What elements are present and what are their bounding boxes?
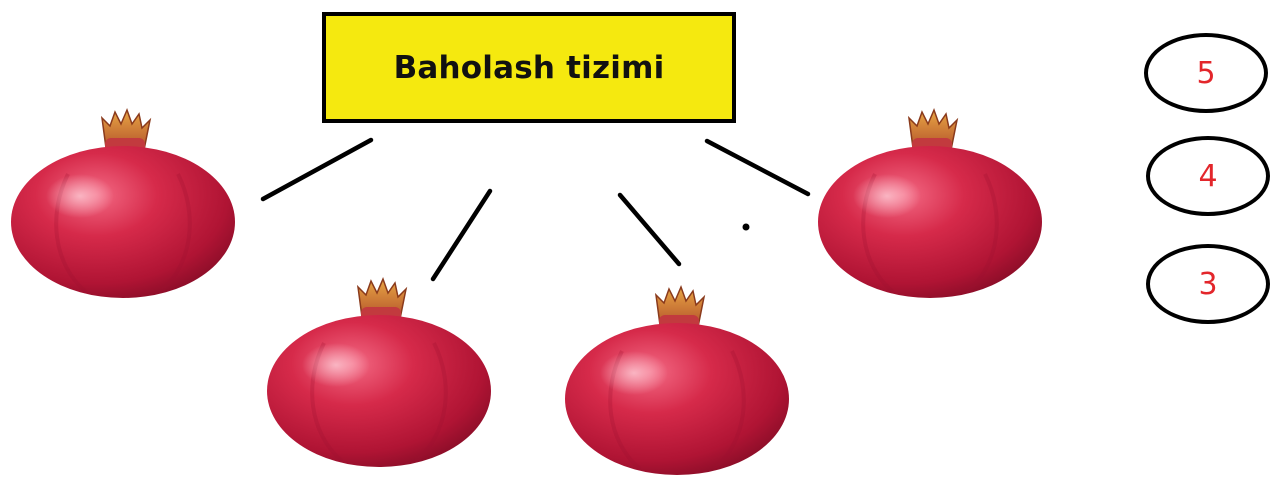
grade-oval: 3 xyxy=(1146,244,1270,324)
connector-line xyxy=(263,140,371,199)
pomegranate-icon xyxy=(565,287,789,475)
grade-label: 5 xyxy=(1196,56,1215,91)
connector-line xyxy=(707,141,808,194)
pomegranate-icon xyxy=(11,110,235,298)
pomegranate-icon xyxy=(818,110,1042,298)
grade-oval: 4 xyxy=(1146,136,1270,216)
dot-mark xyxy=(743,224,750,231)
pomegranate-icon xyxy=(267,279,491,467)
connectors xyxy=(263,140,808,279)
connector-line xyxy=(620,195,679,264)
diagram-title: Baholash tizimi xyxy=(394,50,665,86)
grade-oval: 5 xyxy=(1144,33,1268,113)
grade-label: 4 xyxy=(1198,159,1217,194)
connector-line xyxy=(433,191,490,279)
grade-label: 3 xyxy=(1198,267,1217,302)
title-box: Baholash tizimi xyxy=(322,12,736,123)
